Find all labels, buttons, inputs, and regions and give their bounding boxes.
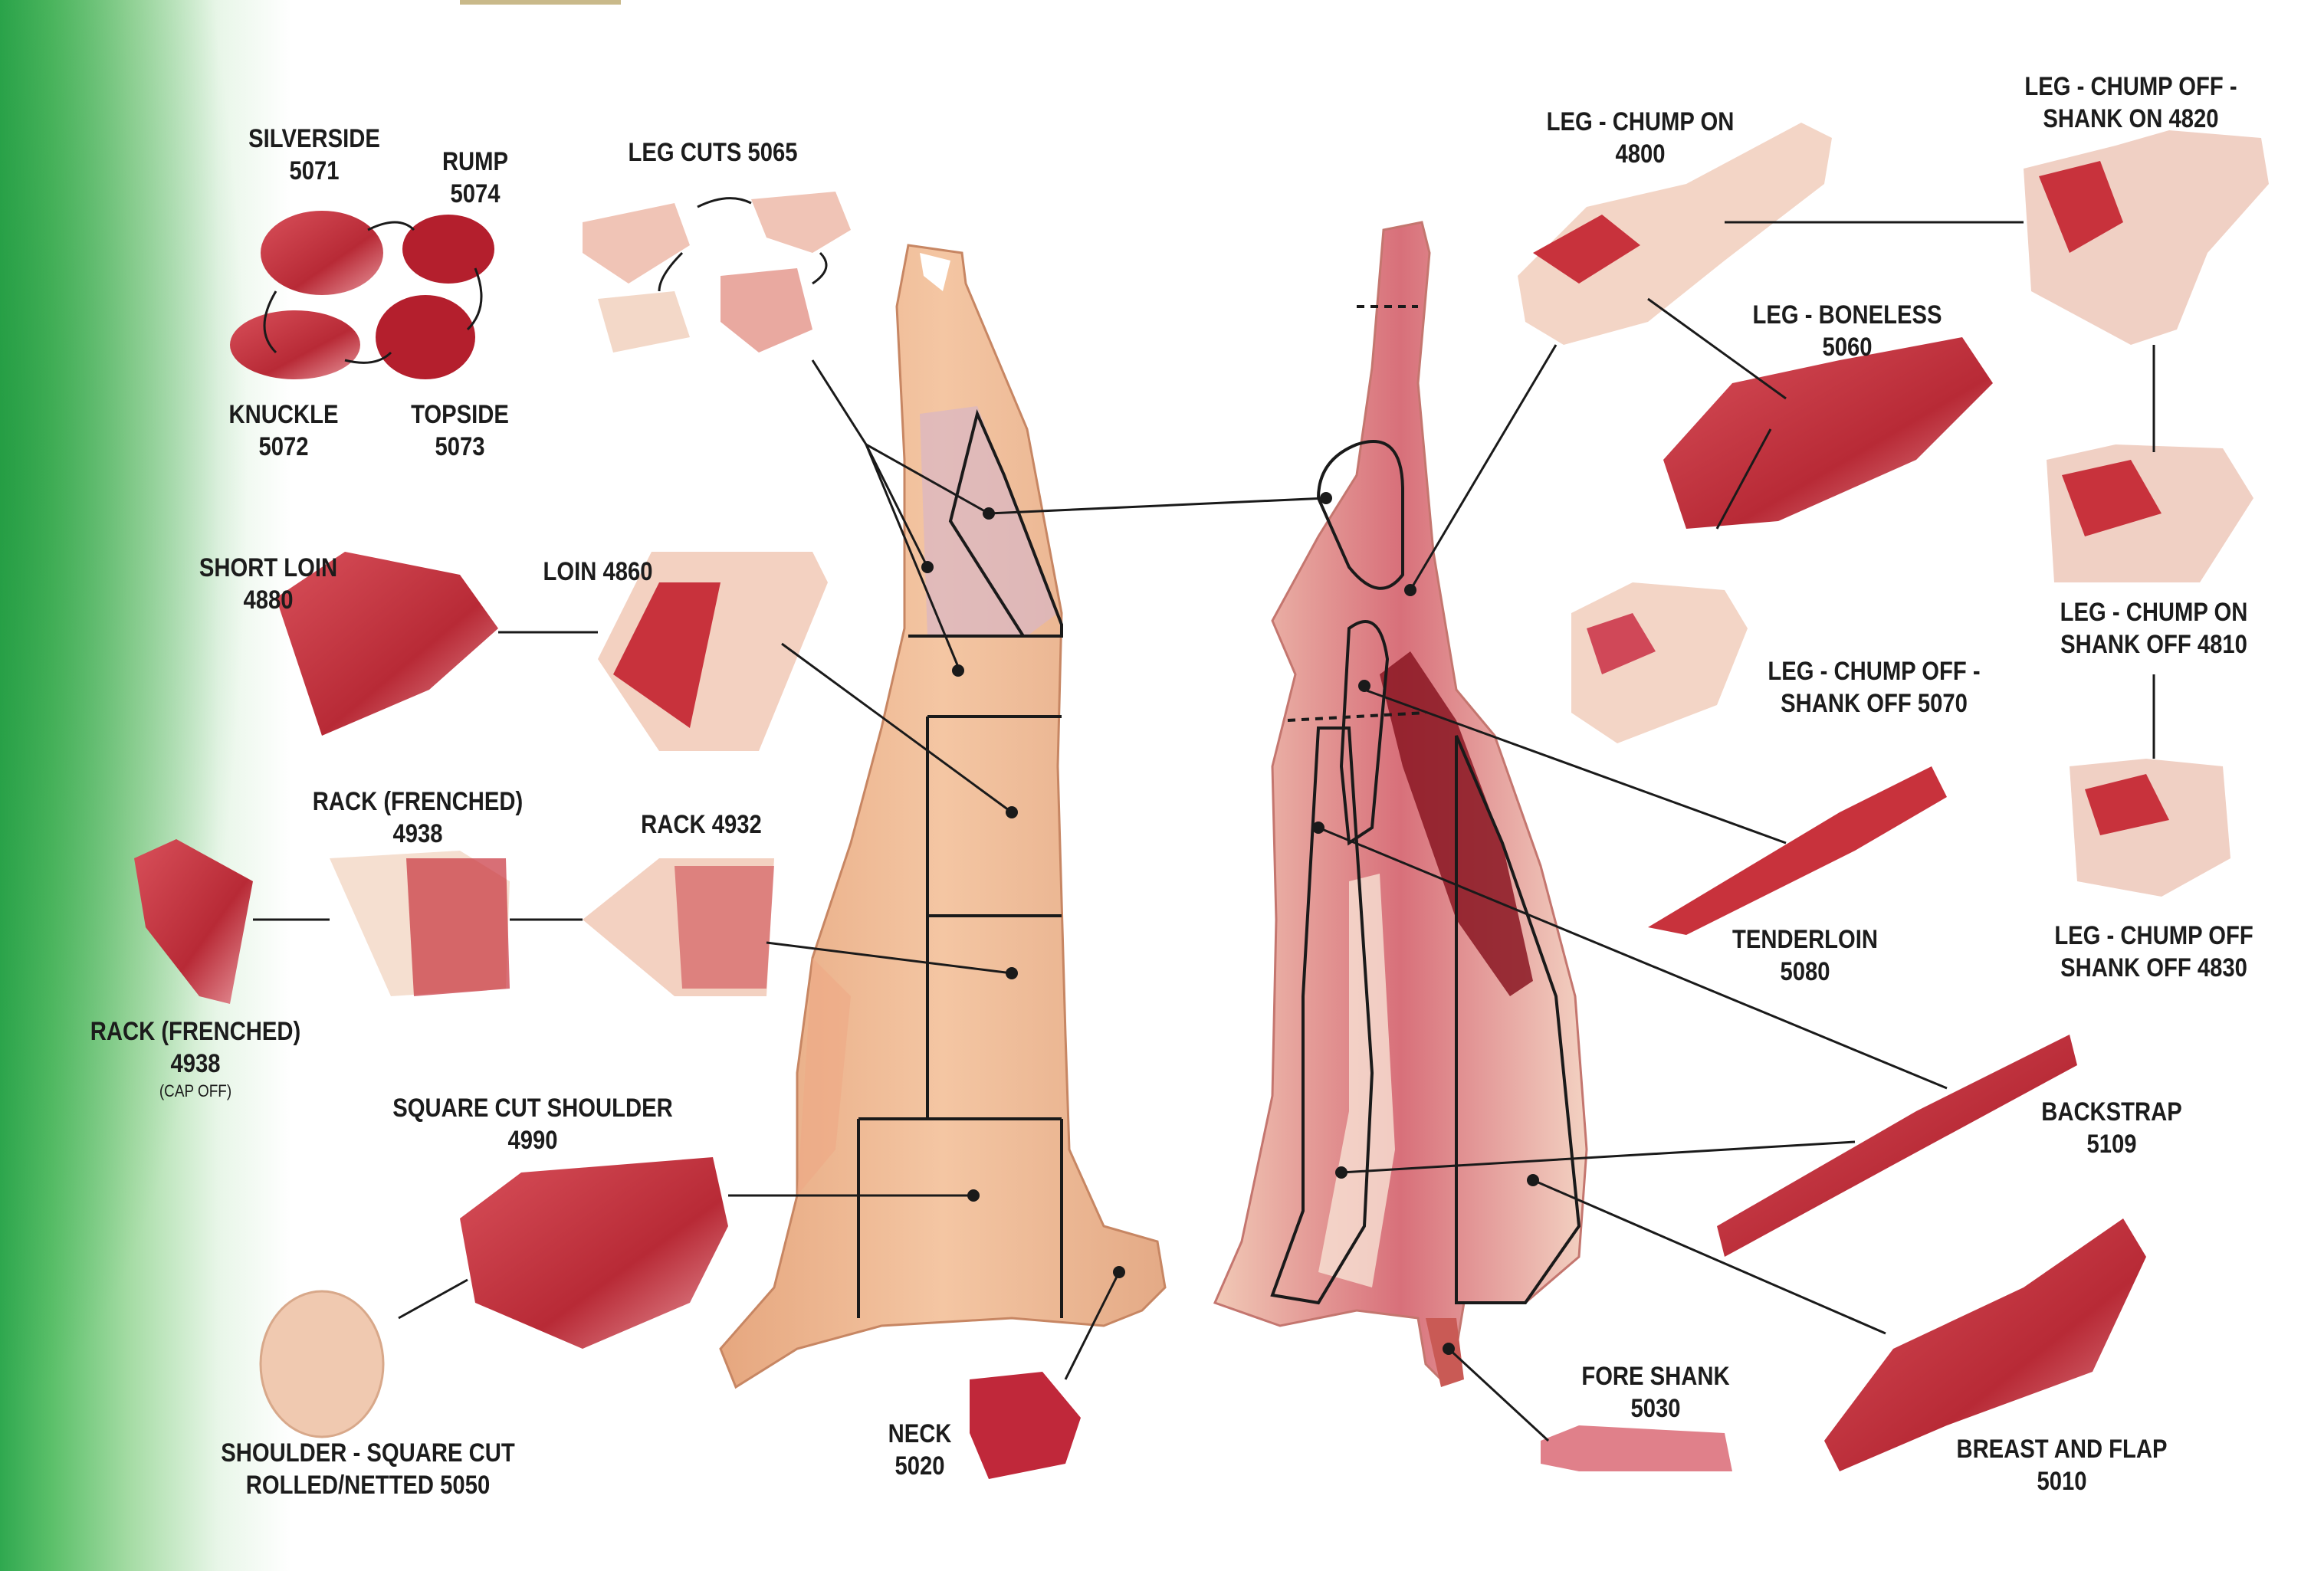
label-topside: TOPSIDE 5073 [401,398,520,463]
leader-lines [253,221,2155,1442]
label-rack-frenched-cap-off: RACK (FRENCHED) 4938 (CAP OFF) [87,1015,304,1103]
label-silverside-code: 5071 [289,156,340,185]
label-leg-boneless-code: 5060 [1822,333,1873,362]
label-fore-shank-code: 5030 [1630,1394,1681,1423]
label-leg-chump-on-shank-off-name: LEG - CHUMP ON [2060,598,2248,627]
label-rack-cap-off-name: RACK (FRENCHED) [90,1017,301,1046]
label-rack-frenched-name: RACK (FRENCHED) [312,787,524,816]
label-short-loin-name: SHORT LOIN [199,553,338,582]
label-neck: NECK 5020 [874,1418,966,1482]
label-shoulder-rolled-name: SHOULDER - SQUARE CUT [221,1438,515,1468]
cut-pieces [134,123,2269,1479]
label-shoulder-rolled-code: ROLLED/NETTED 5050 [245,1471,491,1500]
label-leg-chump-off-shank-on-code: SHANK ON 4820 [2043,104,2219,133]
label-tenderloin-code: 5080 [1780,957,1830,986]
label-tenderloin: TENDERLOIN 5080 [1709,923,1900,988]
label-short-loin-code: 4880 [243,585,294,615]
label-loin-name: LOIN 4860 [543,557,653,586]
label-knuckle: KNUCKLE 5072 [225,398,343,463]
label-leg-chump-on-shank-off-code: SHANK OFF 4810 [2060,630,2247,659]
label-leg-boneless-name: LEG - BONELESS [1752,300,1942,330]
label-rack-cap-off-code: 4938 [170,1049,221,1078]
label-leg-chump-on-shank-off: LEG - CHUMP ON SHANK OFF 4810 [2042,596,2266,661]
label-breast-and-flap: BREAST AND FLAP 5010 [1937,1433,2188,1497]
label-neck-name: NECK [888,1419,952,1448]
label-leg-cuts-name: LEG CUTS 5065 [628,138,798,167]
label-5070-name: LEG - CHUMP OFF - [1768,657,1981,686]
label-rump: RUMP 5074 [429,146,521,210]
label-neck-code: 5020 [894,1451,945,1481]
label-rack-cap-off-note: (CAP OFF) [159,1081,232,1100]
label-square-cut-shoulder-name: SQUARE CUT SHOULDER [392,1094,673,1123]
label-leg-chump-off-shank-on: LEG - CHUMP OFF - SHANK ON 4820 [2012,71,2250,135]
label-short-loin: SHORT LOIN 4880 [189,552,347,616]
label-leg-cuts: LEG CUTS 5065 [614,136,812,169]
label-square-cut-shoulder-code: 4990 [507,1126,558,1155]
label-rack-frenched: RACK (FRENCHED) 4938 [309,786,527,850]
label-rack-4932-name: RACK 4932 [641,810,762,839]
label-rack-frenched-code: 4938 [392,819,443,848]
label-leg-chump-on-name: LEG - CHUMP ON [1546,107,1735,136]
label-breast-and-flap-name: BREAST AND FLAP [1956,1435,2168,1464]
carcass-inside [1213,221,1588,1387]
label-fore-shank-name: FORE SHANK [1581,1362,1730,1391]
label-fore-shank: FORE SHANK 5030 [1570,1360,1741,1425]
label-knuckle-name: KNUCKLE [228,400,339,429]
label-silverside-name: SILVERSIDE [248,124,380,153]
label-leg-chump-off-shank-off-4830: LEG - CHUMP OFF SHANK OFF 4830 [2042,920,2266,984]
label-leg-chump-on: LEG - CHUMP ON 4800 [1541,106,1739,170]
label-topside-name: TOPSIDE [411,400,509,429]
label-leg-chump-on-code: 4800 [1615,139,1666,169]
label-5070-code: SHANK OFF 5070 [1781,689,1968,718]
label-rump-name: RUMP [441,147,509,176]
carcass-outside [719,244,1167,1389]
label-backstrap-name: BACKSTRAP [2041,1097,2182,1127]
label-breast-and-flap-code: 5010 [2037,1467,2087,1496]
label-backstrap: BACKSTRAP 5109 [2023,1096,2201,1160]
label-4830-name: LEG - CHUMP OFF [2054,921,2253,950]
cut-dots [921,492,1539,1355]
top-tab [460,0,621,5]
label-rack-4932: RACK 4932 [625,808,777,841]
label-4830-code: SHANK OFF 4830 [2060,953,2247,982]
label-knuckle-code: 5072 [258,432,309,461]
label-loin: LOIN 4860 [532,556,664,588]
label-leg-chump-off-shank-on-name: LEG - CHUMP OFF - [2024,72,2237,101]
label-square-cut-shoulder: SQUARE CUT SHOULDER 4990 [385,1092,681,1156]
label-shoulder-rolled: SHOULDER - SQUARE CUT ROLLED/NETTED 5050 [210,1437,527,1501]
label-leg-chump-off-shank-off-5070: LEG - CHUMP OFF - SHANK OFF 5070 [1745,655,2002,720]
label-tenderloin-name: TENDERLOIN [1732,925,1879,954]
label-leg-boneless: LEG - BONELESS 5060 [1748,299,1946,363]
label-rump-code: 5074 [450,179,501,208]
label-topside-code: 5073 [435,432,485,461]
green-side-band [0,0,291,1571]
label-backstrap-code: 5109 [2086,1130,2137,1159]
label-silverside: SILVERSIDE 5071 [248,123,380,187]
